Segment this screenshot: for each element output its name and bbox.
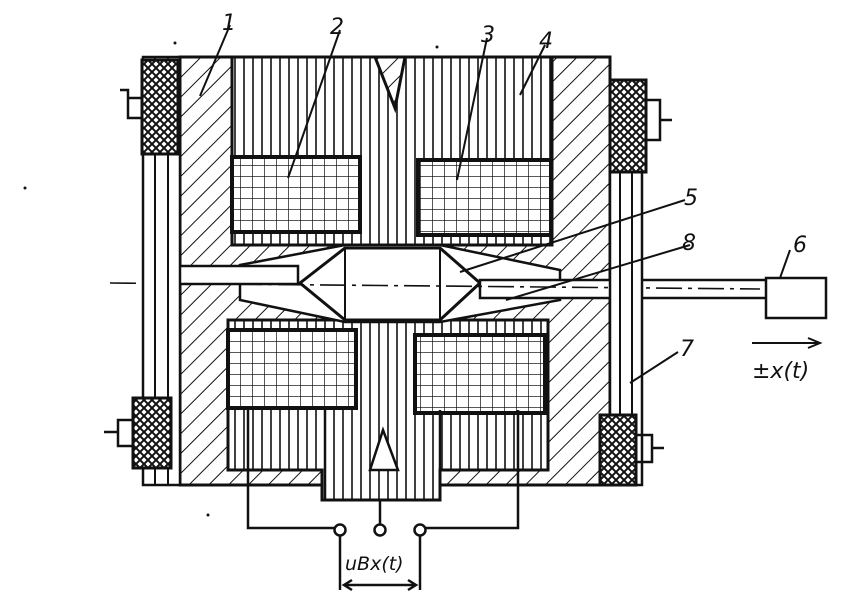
displacement-arrow bbox=[752, 337, 823, 349]
mount-block-bottom-left bbox=[131, 396, 173, 470]
wiring bbox=[246, 410, 520, 592]
terminals bbox=[333, 523, 427, 537]
coil-lower-left bbox=[226, 328, 358, 410]
label-part-3: 3 bbox=[481, 23, 495, 48]
label-part-6: 6 bbox=[793, 233, 807, 258]
label-displacement: ±x(t) bbox=[752, 359, 809, 384]
label-part-8: 8 bbox=[682, 231, 696, 256]
label-input-voltage: uBx(t) bbox=[345, 553, 404, 575]
mount-block-top-right bbox=[608, 78, 648, 174]
label-part-7: 7 bbox=[680, 337, 694, 362]
label-part-4: 4 bbox=[539, 29, 553, 54]
label-part-5: 5 bbox=[684, 186, 698, 211]
mount-block-bottom-right bbox=[598, 413, 638, 487]
mount-brackets bbox=[104, 88, 672, 464]
label-part-2: 2 bbox=[330, 15, 344, 40]
mount-block-top-left bbox=[140, 58, 180, 156]
coil-lower-right bbox=[413, 333, 547, 415]
leader-lines bbox=[199, 24, 791, 384]
coil-upper-left bbox=[230, 155, 362, 234]
coil-upper-right bbox=[416, 158, 553, 237]
scan-specks bbox=[23, 41, 439, 517]
label-part-1: 1 bbox=[222, 11, 236, 36]
sensor-box bbox=[764, 276, 828, 320]
